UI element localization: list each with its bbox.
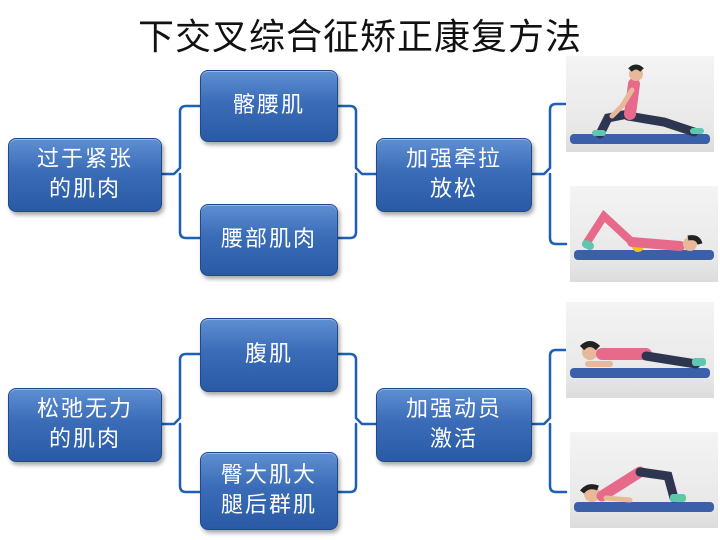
connector-top-photos-lower bbox=[548, 172, 568, 246]
connector-top-root bbox=[160, 104, 202, 176]
photo-glute-bridge bbox=[570, 432, 718, 528]
connector-bottom-photos bbox=[530, 348, 568, 426]
photo-lunge-stretch bbox=[566, 56, 714, 152]
node-weak-muscles: 松弛无力 的肌肉 bbox=[8, 388, 162, 462]
photo-plank bbox=[566, 302, 714, 398]
connector-top-action bbox=[336, 104, 378, 176]
node-activate: 加强动员 激活 bbox=[376, 388, 532, 462]
node-glutes-hamstrings: 臀大肌大 腿后群肌 bbox=[200, 452, 338, 530]
connector-bottom-root bbox=[160, 352, 202, 426]
connector-top-root-lower bbox=[178, 172, 202, 240]
connector-bottom-action bbox=[336, 352, 378, 426]
page-title: 下交叉综合征矫正康复方法 bbox=[137, 17, 582, 58]
connector-top-action-lower bbox=[336, 172, 358, 240]
photo-lying-stretch bbox=[570, 186, 718, 282]
connector-bottom-action-lower bbox=[336, 422, 358, 494]
connector-top-photos bbox=[530, 102, 568, 176]
node-iliopsoas: 髂腰肌 bbox=[200, 70, 338, 142]
node-stretch-relax: 加强牵拉 放松 bbox=[376, 138, 532, 212]
node-lumbar-muscles: 腰部肌肉 bbox=[200, 204, 338, 276]
connector-bottom-root-lower bbox=[178, 422, 202, 494]
node-abdominals: 腹肌 bbox=[200, 318, 338, 392]
connector-bottom-photos-lower bbox=[548, 422, 568, 494]
node-tight-muscles: 过于紧张 的肌肉 bbox=[8, 138, 162, 212]
